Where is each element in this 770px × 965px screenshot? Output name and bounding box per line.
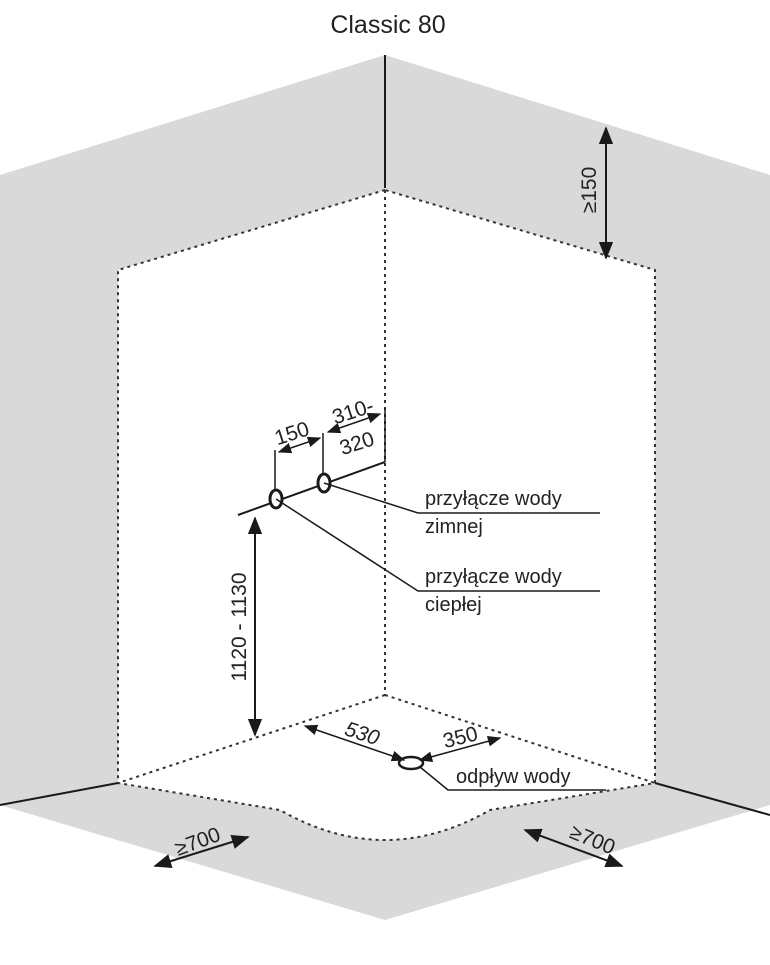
cold-water-leader	[323, 482, 600, 514]
pipe-offset-arrow	[326, 412, 382, 434]
pipe-height-label: 1120 - 1130	[228, 573, 251, 682]
floor-line-left	[117, 694, 386, 784]
cold-water-label-1: przyłącze wody	[425, 488, 562, 510]
hot-water-label-2: ciepłej	[425, 594, 482, 616]
hot-water-leader	[275, 498, 600, 592]
floor-line-right	[384, 694, 656, 784]
cold-water-label-2: zimnej	[425, 516, 483, 538]
drain-offset-right-arrow	[418, 736, 502, 762]
side-right-arrow	[523, 828, 624, 868]
drain-leader	[419, 766, 606, 791]
pipe-wall-line	[237, 461, 386, 516]
diagram-title: Classic 80	[330, 11, 445, 39]
outer-floor-left	[0, 782, 119, 806]
outer-floor-right	[654, 782, 770, 816]
cabin-area	[117, 188, 656, 841]
drain-offset-left-arrow	[303, 724, 406, 762]
drain-label: odpływ wody	[456, 766, 571, 788]
top-clearance-label: ≥150	[578, 167, 601, 214]
pipe-spacing-arrow	[277, 436, 322, 454]
side-left-arrow	[153, 834, 250, 869]
hot-water-label-1: przyłącze wody	[425, 566, 562, 588]
